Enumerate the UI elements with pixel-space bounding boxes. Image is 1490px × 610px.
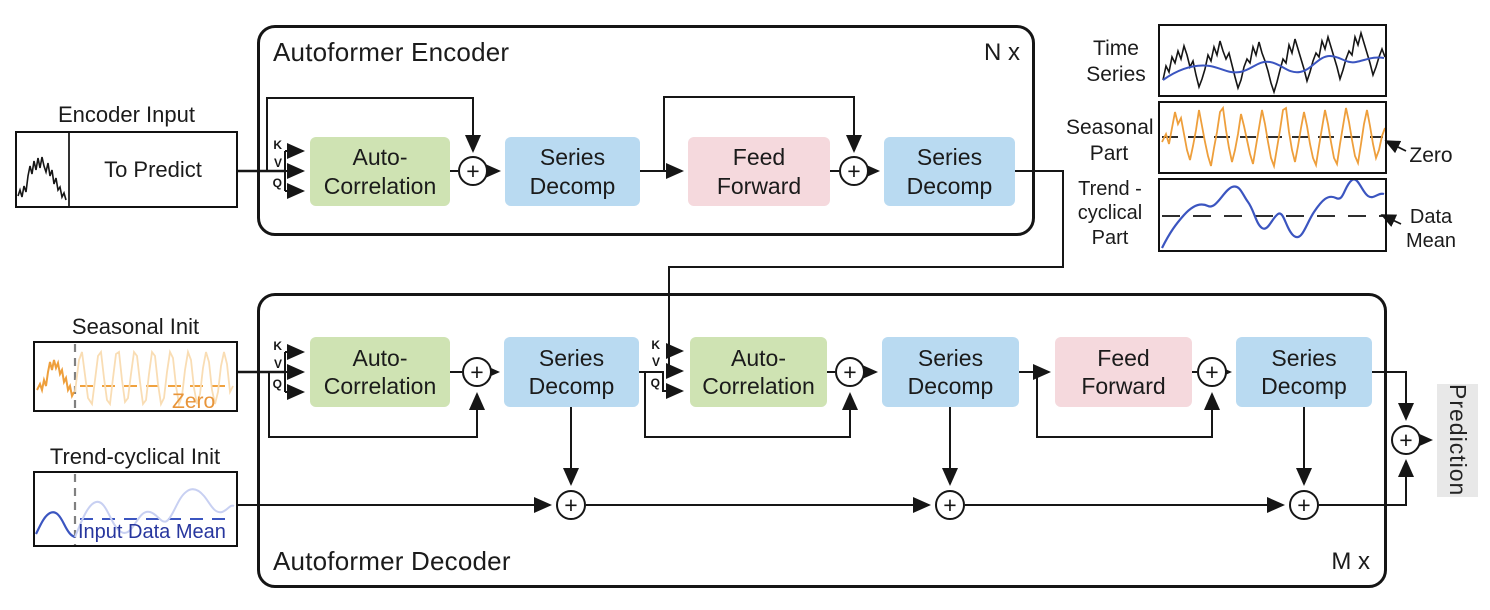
decoder-seasonal-out xyxy=(1372,371,1414,421)
decoder-q1-label: Q xyxy=(272,377,282,391)
decoder-v1-label: V xyxy=(273,357,282,371)
encoder-to-decoder-line xyxy=(668,170,1064,371)
trend-part-plot xyxy=(1158,178,1387,252)
seasonal-init-zero-annotation: Zero xyxy=(172,390,216,413)
encoder-v-label: V xyxy=(273,156,282,170)
encoder-q-label: Q xyxy=(272,176,282,190)
trend-init-observed-curve xyxy=(35,511,76,539)
decoder-auto-correlation-1-block: Auto-Correlation xyxy=(310,337,450,407)
encoder-input-sparkline xyxy=(17,156,67,201)
encoder-residual-2 xyxy=(663,96,862,171)
encoder-input-panel: To Predict xyxy=(15,131,238,208)
decoder-k2-label: K xyxy=(651,338,660,352)
trend-add-2: + xyxy=(935,490,965,520)
decoder-k1-label: K xyxy=(273,339,282,353)
encoder-add-1: + xyxy=(458,156,488,186)
trend-output-line xyxy=(1319,459,1414,506)
trend-part-label: Trend -cyclical Part xyxy=(1077,178,1143,249)
decoder-q2-label: Q xyxy=(650,376,660,390)
encoder-auto-correlation-block: Auto-Correlation xyxy=(310,137,450,206)
seasonal-init-label: Seasonal Init xyxy=(71,314,200,339)
time-series-curve xyxy=(1162,29,1386,95)
encoder-series-decomp-2-block: Series Decomp xyxy=(884,137,1015,206)
decoder-residual-3 xyxy=(1036,372,1220,438)
time-series-label: Time Series xyxy=(1086,37,1146,86)
encoder-series-decomp-1-block: Series Decomp xyxy=(505,137,640,206)
decoder-auto-correlation-2-block: Auto-Correlation xyxy=(690,337,827,407)
trend-part-curve xyxy=(1161,178,1385,249)
trend-init-mean-annotation: Input Data Mean xyxy=(78,521,226,543)
decoder-residual-2 xyxy=(644,372,858,438)
zero-annotation: Zero xyxy=(1409,144,1453,167)
seasonal-part-curve xyxy=(1161,105,1386,170)
decoder-series-decomp-2-block: Series Decomp xyxy=(882,337,1019,407)
decoder-residual-1 xyxy=(268,372,485,438)
decoder-add-1: + xyxy=(462,357,492,387)
encoder-input-history-cell xyxy=(17,133,70,206)
encoder-title: Autoformer Encoder xyxy=(273,37,510,67)
zero-annotation-arrow xyxy=(1384,140,1407,154)
encoder-input-to-predict: To Predict xyxy=(104,156,202,182)
decoder-add-2: + xyxy=(835,357,865,387)
encoder-residual-1 xyxy=(266,97,481,171)
final-add: + xyxy=(1391,425,1421,455)
trend-add-3: + xyxy=(1289,490,1319,520)
decoder-series-decomp-3-block: Series Decomp xyxy=(1236,337,1372,407)
decoder-v2-label: V xyxy=(651,355,660,369)
trend-init-label: Trend-cyclical Init xyxy=(49,444,221,469)
decoder-series-decomp-1-block: Series Decomp xyxy=(504,337,639,407)
decoder-feed-forward-block: Feed Forward xyxy=(1055,337,1192,407)
decoder-repeat-label: M x xyxy=(1331,548,1370,575)
time-series-plot xyxy=(1158,24,1387,97)
encoder-repeat-label: N x xyxy=(984,39,1020,66)
decoder-title: Autoformer Decoder xyxy=(273,546,511,576)
seasonal-init-future-curve xyxy=(74,348,234,408)
encoder-input-label: Encoder Input xyxy=(58,102,195,127)
decoder-add-3: + xyxy=(1197,357,1227,387)
seasonal-init-observed-curve xyxy=(36,359,75,400)
seasonal-init-panel xyxy=(33,341,238,412)
seasonal-part-plot xyxy=(1158,101,1387,174)
data-mean-annotation: Data Mean xyxy=(1405,206,1457,252)
trend-init-panel xyxy=(33,471,238,547)
encoder-add-2: + xyxy=(839,156,869,186)
time-series-trend-curve xyxy=(1162,54,1385,81)
encoder-k-label: K xyxy=(273,138,282,152)
prediction-label: Prediction xyxy=(1445,384,1471,497)
decoder-q2-line xyxy=(639,371,684,399)
trend-init-future-curve xyxy=(74,488,235,538)
seasonal-part-label: Seasonal Part xyxy=(1066,116,1154,165)
encoder-frame xyxy=(257,25,1035,236)
decoder-frame xyxy=(257,293,1387,588)
prediction-output: Prediction xyxy=(1437,384,1478,497)
encoder-feed-forward-block: Feed Forward xyxy=(688,137,830,206)
trend-add-1: + xyxy=(556,490,586,520)
